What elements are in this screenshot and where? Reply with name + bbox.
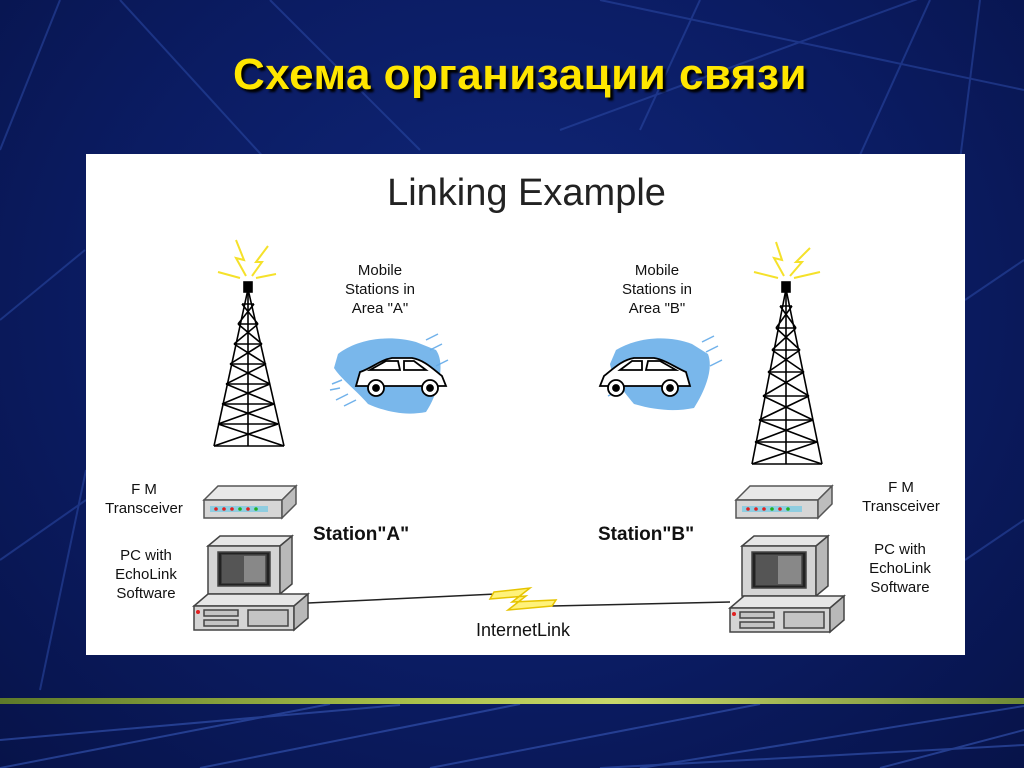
fm-transceiver-a bbox=[202, 484, 298, 520]
car-icon-a bbox=[354, 357, 448, 397]
fm-transceiver-b-label: F M Transceiver bbox=[862, 479, 940, 515]
car-icon-b bbox=[598, 357, 692, 397]
station-a-label: Station"A" bbox=[313, 524, 410, 545]
diagram-graphics bbox=[191, 239, 847, 634]
diagram-panel: Linking Example Mobile Stations in Area … bbox=[86, 154, 965, 655]
lightning-icon bbox=[217, 239, 277, 279]
fm-transceiver-a-label: F M Transceiver bbox=[105, 481, 183, 517]
fm-transceiver-b bbox=[734, 484, 834, 520]
station-b-label: Station"B" bbox=[598, 524, 695, 545]
pc-icon-b bbox=[727, 534, 847, 634]
mobile-stations-a-label: Mobile Stations in Area "A" bbox=[344, 262, 416, 317]
mobile-stations-b-label: Mobile Stations in Area "B" bbox=[621, 262, 693, 317]
lightning-icon bbox=[753, 241, 821, 279]
pc-icon-a bbox=[191, 534, 311, 632]
radio-tower-a bbox=[213, 281, 285, 447]
lightning-bolt-icon bbox=[488, 586, 558, 611]
internet-link-label: InternetLink bbox=[475, 620, 571, 640]
internet-link-line bbox=[307, 593, 731, 607]
bottom-accent-bar bbox=[0, 698, 1024, 704]
radio-tower-b bbox=[751, 281, 823, 465]
pc-echolink-a-label: PC with EchoLink Software bbox=[115, 547, 177, 602]
slide-title: Схема организации связи bbox=[232, 50, 808, 99]
diagram-title: Linking Example bbox=[387, 172, 666, 214]
pc-echolink-b-label: PC with EchoLink Software bbox=[869, 541, 931, 596]
